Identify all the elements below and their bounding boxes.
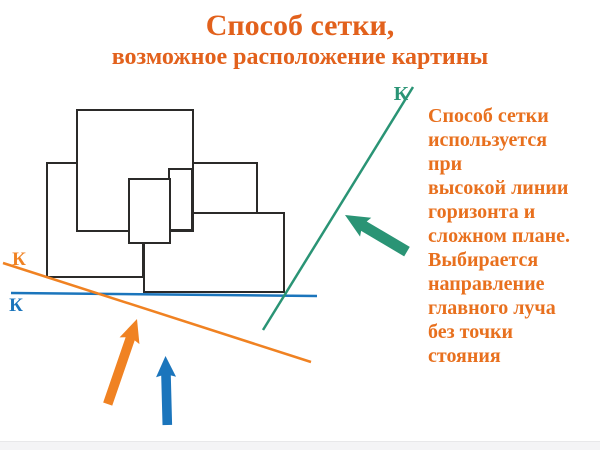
picture-line-blue bbox=[10, 291, 318, 298]
building-plan bbox=[46, 109, 285, 293]
building-rect-center-small bbox=[128, 178, 171, 244]
teal-arrow bbox=[345, 215, 410, 257]
annotation-text: Способ сетки используется при высокой ли… bbox=[428, 105, 571, 367]
slide-subtitle: возможное расположение картины bbox=[111, 44, 489, 70]
slide-title: Способ сетки, bbox=[205, 9, 395, 42]
building-rect-top-right bbox=[192, 162, 258, 214]
building-rect-bottom-right bbox=[143, 212, 285, 293]
picture-line-orange bbox=[2, 261, 312, 364]
label-k-orange: К bbox=[12, 249, 26, 270]
title-block: Способ сетки, возможное расположение кар… bbox=[0, 8, 600, 70]
label-k-blue: К bbox=[9, 295, 23, 316]
picture-line-teal bbox=[261, 86, 415, 331]
building-rect-narrow bbox=[168, 168, 193, 231]
direction-arrows bbox=[103, 215, 410, 426]
label-k-teal: К bbox=[394, 83, 409, 105]
blue-arrow bbox=[156, 356, 177, 426]
bottom-strip bbox=[0, 441, 600, 450]
orange-arrow bbox=[103, 319, 140, 406]
